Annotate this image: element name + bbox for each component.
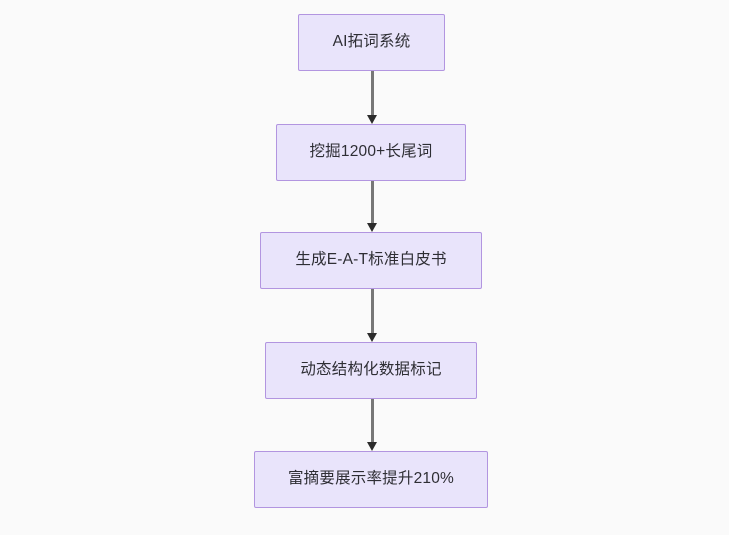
flow-node-mine-long-tail-keywords[interactable]: 挖掘1200+长尾词 <box>276 124 466 181</box>
flow-node-label: 生成E-A-T标准白皮书 <box>295 251 447 269</box>
flow-node-label: AI拓词系统 <box>332 33 411 51</box>
flow-node-label: 动态结构化数据标记 <box>300 361 442 379</box>
edge-line <box>371 289 374 334</box>
arrowhead-icon <box>366 115 377 124</box>
arrowhead-icon <box>366 442 377 451</box>
flow-node-generate-eat-whitepaper[interactable]: 生成E-A-T标准白皮书 <box>260 232 482 289</box>
edge-line <box>371 71 374 116</box>
flow-node-label: 富摘要展示率提升210% <box>287 470 455 488</box>
edge-line <box>371 181 374 224</box>
edge-node2-to-node3 <box>366 181 377 232</box>
flow-node-label: 挖掘1200+长尾词 <box>309 143 433 161</box>
flow-node-dynamic-structured-data-markup[interactable]: 动态结构化数据标记 <box>265 342 477 399</box>
edge-node4-to-node5 <box>366 399 377 451</box>
flow-node-ai-keyword-expansion-system[interactable]: AI拓词系统 <box>298 14 445 71</box>
arrowhead-icon <box>366 333 377 342</box>
arrowhead-icon <box>366 223 377 232</box>
edge-node1-to-node2 <box>366 71 377 124</box>
edge-node3-to-node4 <box>366 289 377 342</box>
flow-node-rich-snippet-impression-lift[interactable]: 富摘要展示率提升210% <box>254 451 488 508</box>
edge-line <box>371 399 374 443</box>
